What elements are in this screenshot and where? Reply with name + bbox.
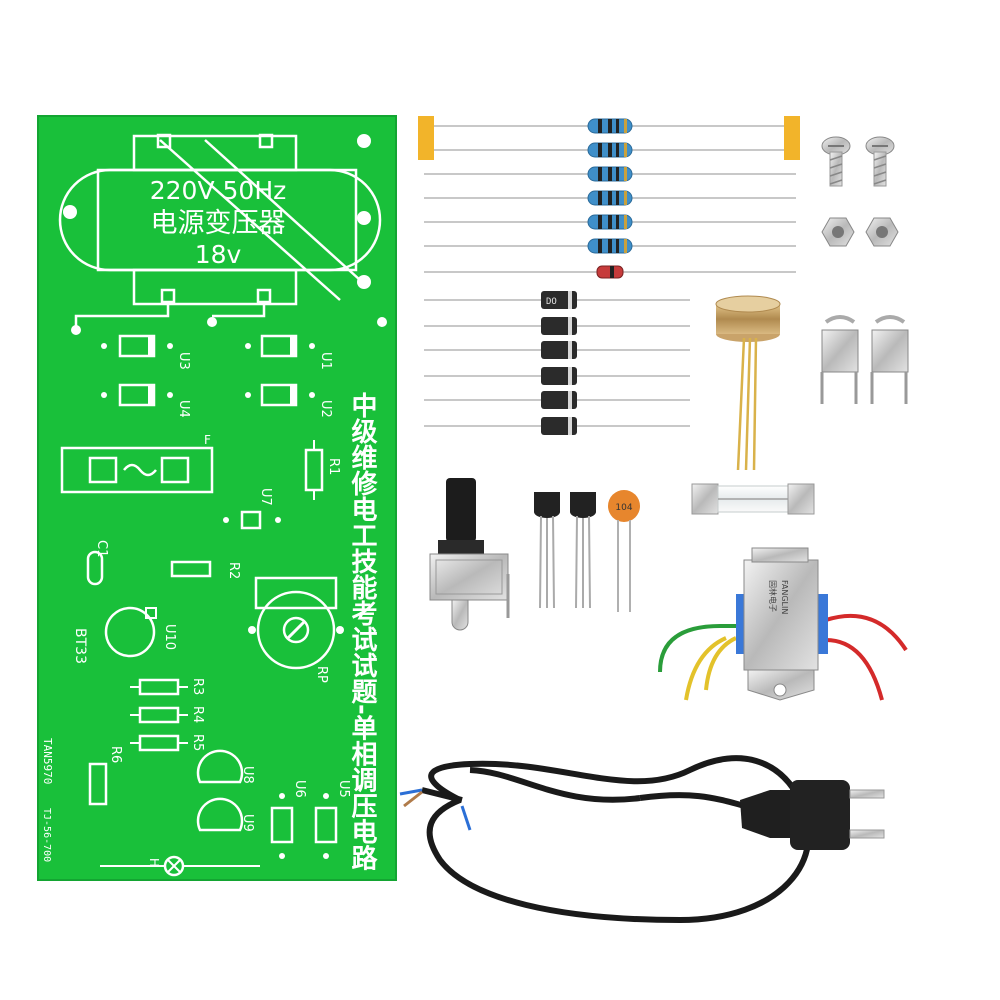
label-u2: U2 (318, 400, 333, 418)
pcb-transformer-text-1: 220V 50Hz (150, 176, 287, 205)
label-u4: U4 (176, 400, 191, 418)
label-r6: R6 (108, 746, 123, 763)
fuse-clips (820, 315, 909, 404)
screws (821, 136, 895, 187)
transformer-label-2: 固林电子 (768, 580, 778, 612)
label-u3: U3 (176, 352, 191, 370)
label-u9: U9 (240, 814, 255, 832)
glass-fuse (691, 483, 815, 515)
ceramic-capacitor: 104 (608, 490, 640, 612)
label-u8: U8 (240, 766, 255, 784)
label-f: F (204, 433, 211, 447)
resistors (587, 118, 633, 279)
pcb-transformer-text-3: 18v (195, 240, 242, 269)
label-r4: R4 (190, 706, 205, 723)
power-cord (399, 755, 885, 924)
transformer: FANGLIN 固林电子 (658, 547, 908, 701)
pcb-transformer-text-2: 电源变压器 (151, 208, 286, 239)
label-bt33: BT33 (72, 628, 88, 664)
label-c1: C1 (94, 540, 109, 557)
diode-set: DO (424, 291, 690, 435)
capacitor-marking: 104 (615, 503, 632, 513)
label-r5: R5 (190, 734, 205, 751)
pcb-part-number: TAN5970 (41, 738, 54, 784)
metal-can-transistor (715, 295, 781, 471)
transformer-label-1: FANGLIN (780, 580, 789, 614)
transformer-footprint (58, 133, 382, 326)
fuse-footprint (60, 446, 214, 494)
pcb-board: 220V 50Hz 电源变压器 18v U3 U1 U4 U2 (37, 115, 397, 881)
label-u1: U1 (318, 352, 333, 370)
nuts (821, 217, 899, 247)
label-u5: U5 (336, 780, 351, 798)
label-r1: R1 (326, 458, 341, 475)
pcb-code: TJ-56-700 (41, 808, 52, 862)
pcb-vertical-title: 中级维修电工技能考试试题-单相调压电路 (347, 392, 378, 871)
label-rp: RP (314, 666, 329, 683)
resistor-strip (418, 116, 800, 279)
diode-marking: DO (546, 297, 557, 307)
label-u7: U7 (258, 488, 273, 506)
label-u6: U6 (292, 780, 307, 798)
to92-transistors (534, 492, 596, 609)
label-r3: R3 (190, 678, 205, 695)
label-r2: R2 (226, 562, 241, 579)
label-u10: U10 (162, 624, 177, 650)
label-h: H (147, 858, 161, 867)
potentiometer (429, 478, 510, 631)
